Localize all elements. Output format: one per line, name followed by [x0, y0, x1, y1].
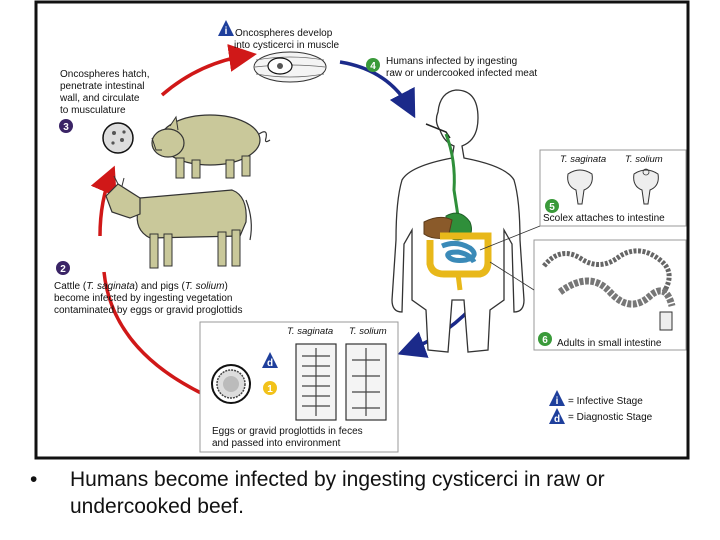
step6-badge: [538, 332, 552, 346]
step3-label-line3: wall, and circulate: [59, 93, 140, 104]
scolex-saginata-illustration: [567, 169, 593, 205]
step-2: 2 Cattle (T. saginata) and pigs (T. soli…: [54, 261, 242, 316]
step2-badge-number: 2: [60, 264, 66, 275]
muscle-tissue-illustration: [253, 51, 327, 83]
step3-badge: [59, 119, 73, 133]
eggs-badge-d-text: d: [267, 358, 273, 369]
step-1: i Oncospheres develop into cysticerci in…: [218, 20, 339, 83]
human-figure: [391, 89, 525, 353]
proglottid-solium-illustration: [345, 343, 387, 421]
legend-diagnostic-label: = Diagnostic Stage: [568, 412, 653, 423]
legend-infective-label: = Infective Stage: [568, 396, 643, 407]
step-eggs: T. saginata T. solium d 1 Eggs or gravid…: [199, 321, 399, 453]
step3-label-line2: penetrate intestinal: [60, 81, 145, 92]
step1-badge-text: i: [225, 26, 228, 37]
legend-diagnostic-badge-text: d: [554, 414, 560, 425]
scolex-solium-illustration: [633, 168, 659, 205]
step1-label-line1: Oncospheres develop: [235, 28, 333, 39]
eggs-diagnostic-badge: [262, 352, 278, 368]
step2-badge: [56, 261, 70, 275]
step1-infective-badge: [218, 20, 234, 36]
esophagus: [444, 133, 460, 217]
pig-illustration: [151, 114, 271, 179]
step2-label-line3: contaminated by eggs or gravid proglotti…: [54, 305, 242, 316]
step5-label: Scolex attaches to intestine: [543, 213, 665, 224]
step-5: T. saginata T. solium 5 Scolex attaches …: [539, 149, 687, 227]
step5-species-a: T. saginata: [560, 154, 606, 165]
large-intestine: [426, 232, 492, 278]
eggs-species-a: T. saginata: [287, 326, 333, 337]
step6-badge-number: 6: [542, 335, 548, 346]
arc-step3-to-step1: [160, 44, 257, 97]
caption-text: Humans become infected by ingesting cyst…: [70, 468, 605, 518]
step4-label-line1: Humans infected by ingesting: [386, 56, 517, 67]
eggs-label-line1: Eggs or gravid proglottids in feces: [212, 426, 363, 437]
step4-label-line2: raw or undercooked infected meat: [386, 68, 537, 79]
legend-infective-badge-text: i: [556, 396, 559, 407]
small-intestine: [441, 240, 477, 264]
step3-badge-number: 3: [63, 122, 69, 133]
step2-label-line2: become infected by ingesting vegetation: [54, 293, 232, 304]
step5-panel: [539, 149, 687, 227]
oncosphere-illustration: [102, 122, 134, 154]
arc-step4-to-human: [339, 60, 416, 119]
step5-badge-number: 5: [549, 202, 555, 213]
step-4: 4 Humans infected by ingesting raw or un…: [366, 56, 537, 79]
legend-diagnostic-icon: [549, 408, 565, 424]
legend: i = Infective Stage d = Diagnostic Stage: [549, 390, 653, 425]
step2-label-line1: Cattle (T. saginata) and pigs (T. solium…: [54, 281, 228, 292]
legend-infective-icon: [549, 390, 565, 406]
eggs-species-b: T. solium: [349, 326, 387, 337]
caption-bullet: •: [30, 468, 38, 491]
step1-label-line2: into cysticerci in muscle: [234, 40, 339, 51]
step-3: Oncospheres hatch, penetrate intestinal …: [59, 69, 150, 154]
step3-label-line1: Oncospheres hatch,: [60, 69, 150, 80]
step5-badge: [545, 199, 559, 213]
egg-illustration: [211, 364, 251, 404]
step5-species-b: T. solium: [625, 154, 663, 165]
pointer-step6: [489, 261, 535, 291]
arc-animals-up: [90, 165, 117, 237]
step4-badge-number: 4: [370, 61, 376, 72]
step3-label-line4: to musculature: [60, 105, 126, 116]
eggs-label-line2: and passed into environment: [212, 438, 341, 449]
step4-badge: [366, 58, 380, 72]
eggs-step1-badge: [263, 381, 277, 395]
step-6: 6 Adults in small intestine: [533, 239, 687, 351]
cattle-illustration: [105, 175, 252, 269]
arc-eggs-to-animals: [102, 271, 206, 397]
pointer-step5: [479, 225, 541, 251]
adult-worms-illustration: [542, 248, 676, 331]
step6-label: Adults in small intestine: [557, 338, 662, 349]
proglottid-saginata-illustration: [295, 343, 337, 421]
eggs-badge-1-text: 1: [267, 384, 273, 395]
